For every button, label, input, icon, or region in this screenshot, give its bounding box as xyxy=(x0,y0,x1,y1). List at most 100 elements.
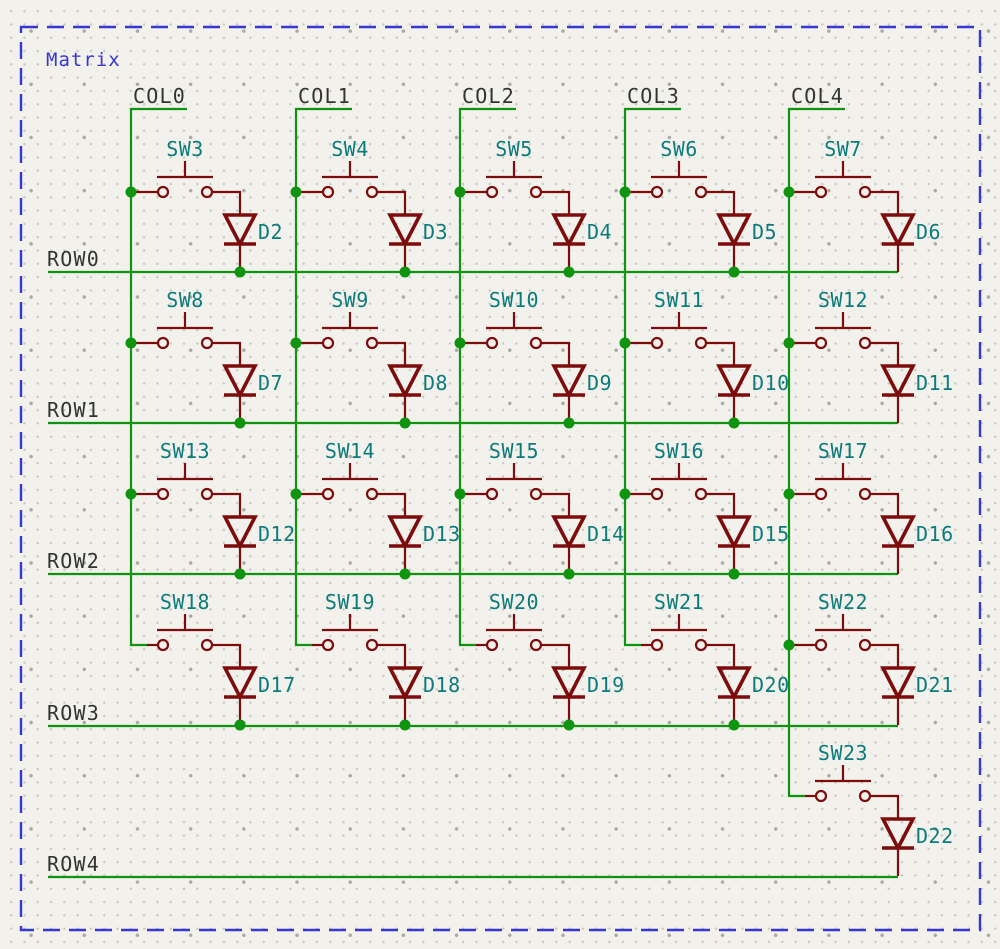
switch-label[interactable]: SW5 xyxy=(495,137,533,161)
diode-label[interactable]: D2 xyxy=(258,220,283,244)
switch-contact-circle[interactable] xyxy=(156,336,170,350)
switch-contact-circle[interactable] xyxy=(485,638,499,652)
junction-dot[interactable] xyxy=(619,337,631,349)
junction-dot[interactable] xyxy=(783,186,795,198)
diode-label[interactable]: D14 xyxy=(587,522,625,546)
switch-to-diode-wire[interactable] xyxy=(706,643,736,668)
switch-contact-circle[interactable] xyxy=(485,185,499,199)
diode-label[interactable]: D18 xyxy=(423,673,461,697)
switch-contact-circle[interactable] xyxy=(650,638,664,652)
diode-label[interactable]: D22 xyxy=(916,824,954,848)
diode-label[interactable]: D21 xyxy=(916,673,954,697)
switch-to-diode-wire[interactable] xyxy=(870,492,900,517)
diode-triangle[interactable] xyxy=(387,364,423,399)
switch-to-diode-wire[interactable] xyxy=(870,190,900,215)
diode-label[interactable]: D19 xyxy=(587,673,625,697)
sheet-title[interactable]: Matrix xyxy=(46,49,121,71)
switch-contact-circle[interactable] xyxy=(200,336,214,350)
diode-triangle[interactable] xyxy=(551,364,587,399)
switch-contact-circle[interactable] xyxy=(365,185,379,199)
switch-to-diode-wire[interactable] xyxy=(541,643,571,668)
switch-contact-circle[interactable] xyxy=(365,487,379,501)
switch-to-diode-wire[interactable] xyxy=(377,190,407,215)
diode-label[interactable]: D8 xyxy=(423,371,448,395)
diode-label[interactable]: D12 xyxy=(258,522,296,546)
switch-to-diode-wire[interactable] xyxy=(212,492,242,517)
switch-to-diode-wire[interactable] xyxy=(377,492,407,517)
switch-label[interactable]: SW21 xyxy=(654,590,704,614)
junction-dot[interactable] xyxy=(454,488,466,500)
switch-contact-circle[interactable] xyxy=(858,487,872,501)
row-label[interactable]: ROW1 xyxy=(47,398,100,422)
junction-dot[interactable] xyxy=(619,186,631,198)
switch-to-diode-wire[interactable] xyxy=(212,643,242,668)
diode-triangle[interactable] xyxy=(716,515,752,550)
diode-triangle[interactable] xyxy=(222,213,258,248)
switch-contact-circle[interactable] xyxy=(200,638,214,652)
switch-contact-circle[interactable] xyxy=(529,185,543,199)
switch-label[interactable]: SW7 xyxy=(824,137,862,161)
switch-to-diode-wire[interactable] xyxy=(706,341,736,366)
diode-triangle[interactable] xyxy=(716,213,752,248)
switch-label[interactable]: SW11 xyxy=(654,288,704,312)
switch-contact-circle[interactable] xyxy=(200,487,214,501)
switch-to-diode-wire[interactable] xyxy=(870,643,900,668)
row-label[interactable]: ROW2 xyxy=(47,549,100,573)
switch-contact-circle[interactable] xyxy=(694,487,708,501)
switch-contact-circle[interactable] xyxy=(529,638,543,652)
switch-to-diode-wire[interactable] xyxy=(377,341,407,366)
diode-triangle[interactable] xyxy=(716,666,752,701)
switch-label[interactable]: SW14 xyxy=(325,439,375,463)
diode-triangle[interactable] xyxy=(880,515,916,550)
switch-contact-circle[interactable] xyxy=(321,487,335,501)
junction-dot[interactable] xyxy=(125,488,137,500)
junction-dot[interactable] xyxy=(399,719,411,731)
switch-contact-circle[interactable] xyxy=(650,487,664,501)
switch-label[interactable]: SW17 xyxy=(818,439,868,463)
col-label[interactable]: COL4 xyxy=(791,84,844,108)
switch-contact-circle[interactable] xyxy=(814,789,828,803)
junction-dot[interactable] xyxy=(234,719,246,731)
junction-dot[interactable] xyxy=(783,488,795,500)
col-wire[interactable] xyxy=(623,107,681,647)
junction-dot[interactable] xyxy=(619,488,631,500)
switch-label[interactable]: SW20 xyxy=(489,590,539,614)
switch-contact-circle[interactable] xyxy=(650,336,664,350)
switch-contact-circle[interactable] xyxy=(858,789,872,803)
diode-label[interactable]: D6 xyxy=(916,220,941,244)
junction-dot[interactable] xyxy=(234,266,246,278)
junction-dot[interactable] xyxy=(783,337,795,349)
switch-contact-circle[interactable] xyxy=(529,487,543,501)
diode-label[interactable]: D10 xyxy=(752,371,790,395)
diode-label[interactable]: D4 xyxy=(587,220,612,244)
switch-to-diode-wire[interactable] xyxy=(377,643,407,668)
switch-contact-circle[interactable] xyxy=(814,487,828,501)
row-label[interactable]: ROW3 xyxy=(47,701,100,725)
diode-label[interactable]: D20 xyxy=(752,673,790,697)
junction-dot[interactable] xyxy=(728,719,740,731)
switch-contact-circle[interactable] xyxy=(485,487,499,501)
diode-label[interactable]: D17 xyxy=(258,673,296,697)
switch-contact-circle[interactable] xyxy=(529,336,543,350)
junction-dot[interactable] xyxy=(290,186,302,198)
diode-triangle[interactable] xyxy=(716,364,752,399)
switch-contact-circle[interactable] xyxy=(200,185,214,199)
junction-dot[interactable] xyxy=(563,568,575,580)
switch-to-diode-wire[interactable] xyxy=(212,190,242,215)
switch-contact-circle[interactable] xyxy=(156,638,170,652)
col-wire[interactable] xyxy=(294,107,352,647)
diode-triangle[interactable] xyxy=(551,515,587,550)
diode-triangle[interactable] xyxy=(387,666,423,701)
junction-dot[interactable] xyxy=(728,568,740,580)
diode-triangle[interactable] xyxy=(387,515,423,550)
switch-contact-circle[interactable] xyxy=(365,638,379,652)
switch-contact-circle[interactable] xyxy=(858,336,872,350)
col-label[interactable]: COL3 xyxy=(627,84,680,108)
diode-triangle[interactable] xyxy=(880,666,916,701)
switch-contact-circle[interactable] xyxy=(156,487,170,501)
col-label[interactable]: COL1 xyxy=(298,84,351,108)
switch-to-diode-wire[interactable] xyxy=(541,190,571,215)
switch-label[interactable]: SW19 xyxy=(325,590,375,614)
junction-dot[interactable] xyxy=(399,266,411,278)
